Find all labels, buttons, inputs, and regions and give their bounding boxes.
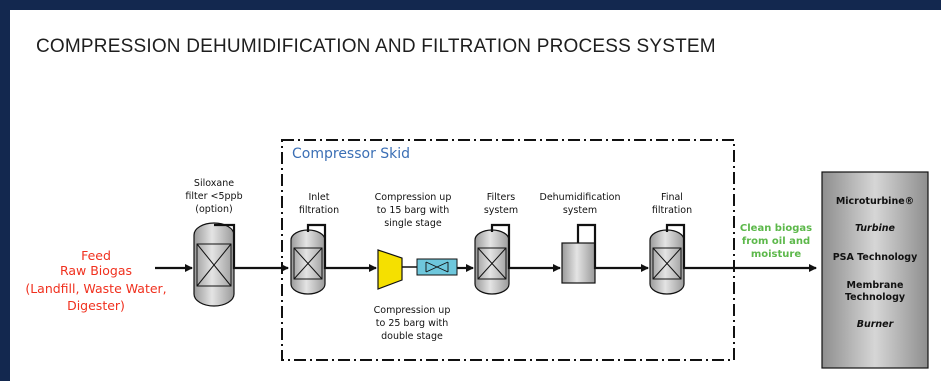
compressor-skid-boundary bbox=[281, 139, 735, 361]
end-use-technology: Technology bbox=[845, 292, 906, 303]
filters-label-2: system bbox=[484, 205, 518, 216]
end-use-panel bbox=[821, 171, 929, 369]
siloxane-filter-vessel bbox=[193, 222, 235, 307]
inlet-filtration-vessel bbox=[290, 229, 326, 295]
compression-single-label-2: to 15 barg with bbox=[377, 205, 449, 216]
compression-double-label-3: double stage bbox=[381, 331, 443, 342]
final-label-2: filtration bbox=[652, 205, 692, 216]
end-use-burner: Burner bbox=[857, 319, 895, 330]
clean-label-3: moisture bbox=[751, 249, 802, 260]
dehumid-label-2: system bbox=[563, 205, 597, 216]
compressor-icon bbox=[377, 249, 403, 290]
flow-lines bbox=[155, 223, 817, 272]
feed-label-1: Feed bbox=[81, 248, 111, 263]
final-filtration-vessel bbox=[649, 229, 685, 295]
compression-double-label-2: to 25 barg with bbox=[376, 318, 448, 329]
filters-system-vessel bbox=[474, 229, 510, 295]
clean-label-2: from oil and bbox=[742, 236, 810, 247]
cooler-icon bbox=[416, 258, 458, 276]
inlet-label-2: filtration bbox=[299, 205, 339, 216]
end-use-microturbine: Microturbine® bbox=[836, 196, 914, 207]
end-use-psa: PSA Technology bbox=[833, 252, 918, 263]
siloxane-label-2: filter <5ppb bbox=[185, 191, 242, 202]
compressor-skid-label: Compressor Skid bbox=[292, 146, 410, 162]
feed-label-4: Digester) bbox=[67, 298, 125, 313]
compression-double-label-1: Compression up bbox=[374, 305, 451, 316]
clean-label-1: Clean biogas bbox=[740, 223, 812, 234]
final-label-1: Final bbox=[661, 192, 683, 203]
end-use-membrane: Membrane bbox=[847, 280, 904, 291]
siloxane-label-3: (option) bbox=[195, 204, 232, 215]
feed-label-2: Raw Biogas bbox=[60, 263, 132, 278]
end-use-turbine: Turbine bbox=[855, 223, 896, 234]
page-title: COMPRESSION DEHUMIDIFICATION AND FILTRAT… bbox=[36, 36, 716, 57]
compression-single-label-1: Compression up bbox=[375, 192, 452, 203]
siloxane-label-1: Siloxane bbox=[194, 178, 234, 189]
dehumidification-unit bbox=[561, 242, 596, 284]
compression-single-label-3: single stage bbox=[384, 218, 442, 229]
dehumid-label-1: Dehumidification bbox=[540, 192, 621, 203]
inlet-label-1: Inlet bbox=[308, 192, 329, 203]
feed-label-3: (Landfill, Waste Water, bbox=[25, 281, 166, 296]
filters-label-1: Filters bbox=[487, 192, 516, 203]
